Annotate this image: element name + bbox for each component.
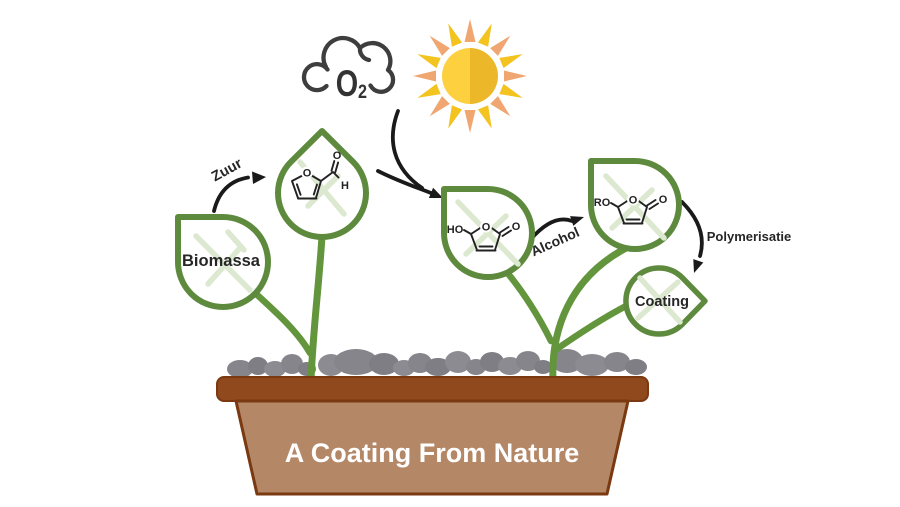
sun-core-right [470, 48, 498, 104]
leaf-veins [635, 275, 683, 325]
furfural-molecule: O O H [291, 150, 349, 200]
alkoxyfuranone-leaf: RO O O [588, 158, 682, 252]
polymerisatie-arrowhead [693, 259, 704, 273]
pebble [369, 353, 399, 375]
cloud-icon [301, 35, 396, 94]
sun-ray [413, 70, 436, 82]
sun-ray [499, 83, 523, 98]
biomassa-leaf: Biomassa [175, 214, 271, 310]
sun-ray [490, 35, 511, 56]
leaf-veins [455, 199, 521, 267]
sun-ray [464, 110, 476, 133]
oxidation-arrow [376, 109, 443, 198]
oxygen-subscript: 2 [358, 81, 367, 103]
sun-ray [429, 35, 450, 56]
atom-label-backing [301, 166, 313, 179]
sun-ray [490, 96, 511, 117]
sun-ray [417, 83, 441, 98]
pebble [534, 360, 552, 374]
pebble [281, 354, 303, 374]
pebble [625, 359, 647, 375]
ring-oxygen: O [629, 195, 638, 207]
oxygen-label: O [336, 64, 358, 105]
pebble [498, 357, 522, 375]
zuur-arrow: Zuur [209, 156, 266, 213]
furfural-leaf: O O H [275, 128, 369, 241]
polymerisatie-arrow-curve [680, 200, 704, 258]
right-plant-stem [549, 242, 634, 384]
pebble [264, 361, 286, 377]
alcohol-arrowhead [570, 216, 584, 226]
sun-rays [413, 19, 527, 133]
polymerisatie-label: Polymerisatie [707, 229, 792, 244]
ring-oxygen: O [482, 222, 491, 234]
sun-ray [448, 23, 463, 47]
hydroxyfuranone-molecule: HO O O [447, 220, 521, 252]
furfural-ring-oxygen: O [303, 168, 312, 180]
atom-label-backing [480, 220, 492, 233]
sun-ray [448, 105, 463, 129]
coating-label: Coating [635, 294, 689, 310]
sun-ray [504, 70, 527, 82]
hydroxyfuranone-leaf-branch [501, 266, 555, 345]
furfural-carbonyl-oxygen: O [333, 150, 342, 162]
coating-leaf-branch [550, 302, 630, 355]
zuur-arrow-curve [212, 175, 250, 213]
pebble [248, 357, 268, 375]
zuur-arrowhead [252, 171, 266, 184]
flower-pot: A Coating From Nature [216, 376, 649, 496]
pebble [425, 358, 451, 376]
carbonyl-oxygen: O [659, 194, 668, 206]
furanone-bonds [463, 226, 512, 252]
sun-ray [417, 54, 441, 69]
pebble [575, 354, 609, 376]
oxidation-arrowhead [428, 187, 443, 198]
oxidation-arrow-from-cloud [390, 109, 424, 190]
alkoxy-substituent: RO [594, 197, 611, 209]
left-plant-stem [307, 232, 326, 384]
sun-icon [413, 19, 527, 133]
atom-label-backing [627, 193, 639, 206]
hydroxyfuranone-leaf: HO O O [441, 186, 535, 280]
sun-ray [429, 96, 450, 117]
alcohol-label: Alcohol [528, 224, 581, 260]
pebble [604, 352, 630, 372]
sun-ray [499, 54, 523, 69]
pot-title: A Coating From Nature [285, 438, 580, 468]
pebble [551, 349, 583, 373]
pebble [516, 351, 540, 371]
sun-ray [477, 105, 492, 129]
leaf-veins [193, 229, 253, 293]
pot-rim [216, 376, 649, 402]
plant-stems [250, 232, 634, 384]
alkoxyfuranone-molecule: RO O O [594, 193, 668, 225]
oxygen-cloud: O 2 [301, 35, 396, 105]
pebble [445, 351, 471, 373]
oxidation-arrow-from-leaf [376, 169, 433, 195]
biomassa-label: Biomassa [182, 252, 261, 270]
hydroxy-substituent: HO [447, 224, 464, 236]
pebble [227, 360, 253, 378]
sun-ray [464, 19, 476, 42]
carbonyl-oxygen: O [512, 221, 521, 233]
pebble [480, 352, 504, 372]
furfural-bonds [291, 160, 340, 200]
pebbles [227, 349, 647, 378]
leaf-veins [603, 173, 667, 241]
sun-ray [477, 23, 492, 47]
pot-body [234, 399, 630, 496]
furfural-aldehyde-hydrogen: H [341, 180, 349, 192]
coating-leaf: Coating [623, 265, 708, 337]
pebble [334, 349, 378, 375]
sun-core-left [442, 48, 470, 104]
alcohol-arrow: Alcohol [528, 216, 584, 259]
polymerisatie-arrow: Polymerisatie [680, 200, 792, 273]
biomassa-leaf-branch [250, 288, 314, 357]
